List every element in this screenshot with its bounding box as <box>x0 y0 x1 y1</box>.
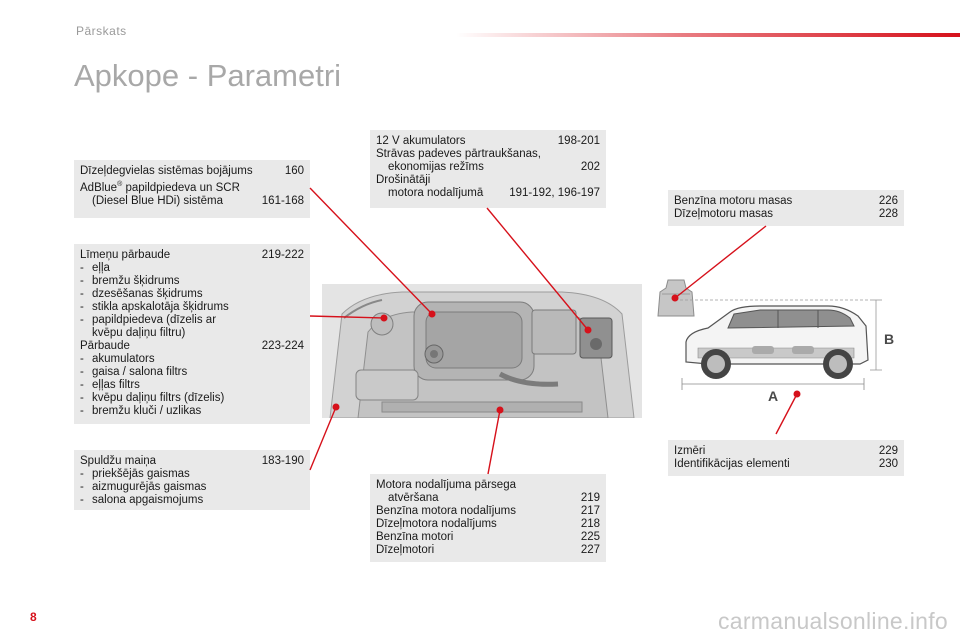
list-item: -salona apgaismojums <box>80 494 204 506</box>
list-item: -dzesēšanas šķidrums <box>80 288 203 300</box>
list-item: -eļļas filtrs <box>80 379 140 391</box>
height-label: B <box>884 331 894 347</box>
bonnet-row: Motora nodalījuma pārsega <box>376 479 516 491</box>
list-item: -kvēpu daļiņu filtrs (dīzelis) <box>80 392 225 404</box>
watermark: carmanualsonline.info <box>717 608 948 634</box>
list-item: -priekšējās gaismas <box>80 468 190 480</box>
list-item: -aizmugurējās gaismas <box>80 481 207 493</box>
page-number: 8 <box>30 610 37 624</box>
list-item: -stikla apskalotāja šķidrums <box>80 301 229 313</box>
list-item: -bremžu šķidrums <box>80 275 180 287</box>
header-rule <box>456 33 960 37</box>
engine-bay-illustration <box>322 284 642 418</box>
car-side-view-illustration: A B <box>680 299 894 404</box>
list-item: -gaisa / salona filtrs <box>80 366 188 378</box>
list-item: -akumulators <box>80 353 155 365</box>
page-title: Apkope - Parametri <box>74 58 342 93</box>
section-label: Pārskats <box>76 24 127 38</box>
power-cut-row: Strāvas padeves pārtraukšanas, <box>376 148 541 160</box>
list-item: -bremžu kluči / uzlikas <box>80 405 202 417</box>
list-item: kvēpu daļiņu filtru) <box>92 327 186 339</box>
list-item: -papildpiedeva (dīzelis ar <box>80 314 217 326</box>
adblue-row[interactable]: AdBlue® papildpiedeva un SCR <box>80 181 240 194</box>
list-item: -eļļa <box>80 262 110 274</box>
length-label: A <box>768 388 778 404</box>
fuses-row: Drošinātāji <box>376 174 431 186</box>
